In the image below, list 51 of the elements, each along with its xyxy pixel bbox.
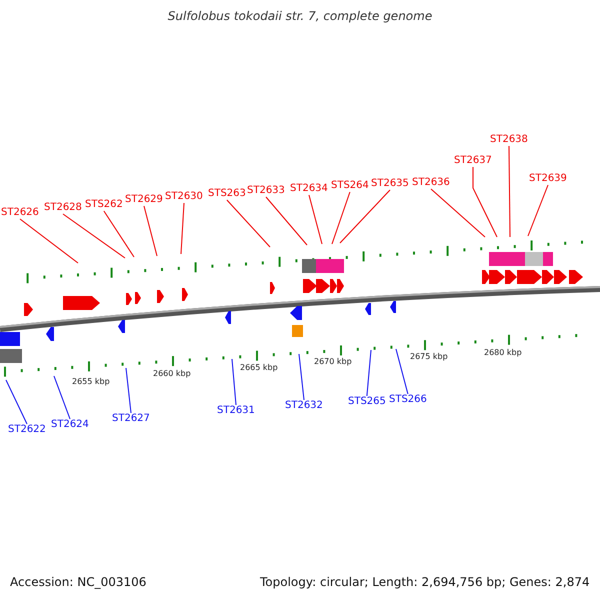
scale-label: 2680 kbp [484, 349, 522, 357]
gene-label: ST2638 [490, 135, 528, 145]
gene-label: ST2630 [165, 192, 203, 202]
leader-line [430, 188, 486, 238]
gene-label: ST2637 [454, 156, 492, 166]
gene-label: ST2631 [217, 406, 255, 416]
scale-label: 2660 kbp [153, 370, 191, 378]
scale-label: 2655 kbp [72, 378, 110, 386]
leader-line [226, 200, 270, 248]
leader-line [308, 194, 322, 244]
gene-label: ST2626 [1, 208, 39, 218]
gene-label: ST2639 [529, 174, 567, 184]
leader-line [298, 354, 304, 400]
scale-label: 2670 kbp [314, 358, 352, 366]
leader-line [232, 358, 236, 406]
scale-label: 2675 kbp [410, 353, 448, 361]
leader-line [144, 206, 158, 256]
gene-label: STS263 [208, 189, 246, 199]
leader-line [180, 202, 184, 254]
leader-line [396, 348, 408, 394]
leader-line [528, 184, 548, 236]
leader-line [103, 210, 134, 258]
gene-label: ST2636 [412, 178, 450, 188]
leader-line [340, 190, 390, 244]
gene-label: STS266 [389, 395, 427, 405]
gene-label: ST2632 [285, 401, 323, 411]
gene-label: ST2629 [125, 195, 163, 205]
leader-line [366, 350, 372, 396]
gene-label: ST2635 [371, 179, 409, 189]
scale-label: 2665 kbp [240, 364, 278, 372]
gene-label: ST2628 [44, 203, 82, 213]
accession-text: Accession: NC_003106 [10, 576, 146, 588]
leader-line [508, 146, 510, 238]
leader-line [54, 376, 70, 420]
gene-label: ST2624 [51, 420, 89, 430]
leader-line [6, 380, 28, 424]
leader-line [62, 214, 126, 258]
gene-label: ST2622 [8, 425, 46, 435]
leader-line [126, 368, 132, 414]
leader-line [472, 166, 498, 238]
gene-label: STS265 [348, 397, 386, 407]
gene-label: STS262 [85, 200, 123, 210]
gene-label: ST2634 [290, 184, 328, 194]
gene-label: ST2627 [112, 414, 150, 424]
leader-line [332, 192, 350, 244]
leader-line [266, 196, 308, 246]
title: Sulfolobus tokodaii str. 7, complete genome [166, 10, 434, 22]
gene-label: STS264 [331, 181, 369, 191]
genome-info-text: Topology: circular; Length: 2,694,756 bp; Genes: 2,874 [260, 576, 590, 588]
leader-line [20, 218, 78, 264]
gene-label: ST2633 [247, 186, 285, 196]
